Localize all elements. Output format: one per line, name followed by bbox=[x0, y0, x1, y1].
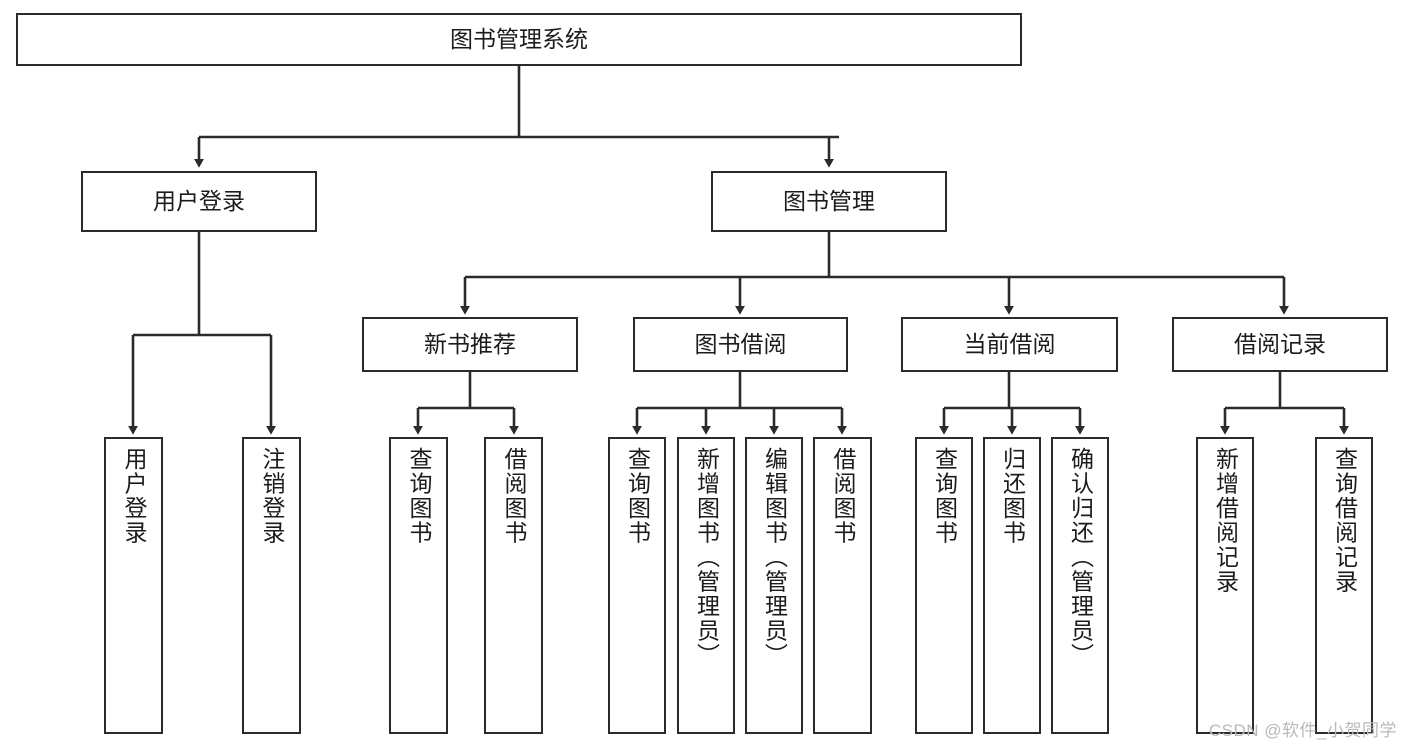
node-leaf-return-book-label: 归还图书 bbox=[999, 447, 1026, 545]
node-book-borrow-label: 图书借阅 bbox=[694, 330, 787, 357]
node-leaf-query-record-label: 查询借阅记录 bbox=[1331, 447, 1358, 594]
node-user-login[interactable]: 用户登录 bbox=[81, 171, 317, 232]
node-book-manage[interactable]: 图书管理 bbox=[711, 171, 947, 232]
node-leaf-query-book-1[interactable]: 查询图书 bbox=[389, 437, 448, 734]
node-current-borrow-label: 当前借阅 bbox=[963, 330, 1056, 357]
node-new-book-recommend-label: 新书推荐 bbox=[424, 330, 516, 357]
node-leaf-edit-book[interactable]: 编辑图书（管理员） bbox=[745, 437, 803, 734]
node-leaf-borrow-book-1-label: 借阅图书 bbox=[501, 447, 527, 545]
node-leaf-confirm-return-label: 确认归还（管理员） bbox=[1067, 447, 1094, 668]
node-leaf-return-book[interactable]: 归还图书 bbox=[983, 437, 1041, 734]
node-borrow-record[interactable]: 借阅记录 bbox=[1172, 317, 1388, 372]
node-root-label: 图书管理系统 bbox=[450, 25, 588, 52]
node-leaf-user-login[interactable]: 用户登录 bbox=[104, 437, 163, 734]
node-leaf-borrow-book-2[interactable]: 借阅图书 bbox=[813, 437, 872, 734]
node-leaf-logout-login-label: 注销登录 bbox=[259, 447, 285, 545]
node-leaf-add-book[interactable]: 新增图书（管理员） bbox=[677, 437, 735, 734]
node-leaf-user-login-label: 用户登录 bbox=[121, 447, 147, 545]
node-book-borrow[interactable]: 图书借阅 bbox=[633, 317, 848, 372]
node-leaf-query-book-2-label: 查询图书 bbox=[624, 447, 651, 545]
node-root[interactable]: 图书管理系统 bbox=[16, 13, 1022, 66]
node-new-book-recommend[interactable]: 新书推荐 bbox=[362, 317, 578, 372]
node-leaf-logout-login[interactable]: 注销登录 bbox=[242, 437, 301, 734]
node-leaf-borrow-book-1[interactable]: 借阅图书 bbox=[484, 437, 543, 734]
node-book-manage-label: 图书管理 bbox=[783, 187, 875, 214]
node-user-login-label: 用户登录 bbox=[153, 187, 245, 214]
node-leaf-query-book-1-label: 查询图书 bbox=[406, 447, 432, 545]
node-borrow-record-label: 借阅记录 bbox=[1234, 330, 1326, 357]
node-leaf-confirm-return[interactable]: 确认归还（管理员） bbox=[1051, 437, 1109, 734]
node-leaf-add-record-label: 新增借阅记录 bbox=[1212, 447, 1239, 594]
node-leaf-query-book-3[interactable]: 查询图书 bbox=[915, 437, 973, 734]
node-leaf-query-book-3-label: 查询图书 bbox=[931, 447, 958, 545]
node-leaf-add-book-label: 新增图书（管理员） bbox=[693, 447, 720, 668]
node-leaf-add-record[interactable]: 新增借阅记录 bbox=[1196, 437, 1254, 734]
node-leaf-edit-book-label: 编辑图书（管理员） bbox=[761, 447, 788, 668]
node-leaf-query-record[interactable]: 查询借阅记录 bbox=[1315, 437, 1373, 734]
node-leaf-borrow-book-2-label: 借阅图书 bbox=[830, 447, 856, 545]
node-leaf-query-book-2[interactable]: 查询图书 bbox=[608, 437, 666, 734]
node-current-borrow[interactable]: 当前借阅 bbox=[901, 317, 1118, 372]
